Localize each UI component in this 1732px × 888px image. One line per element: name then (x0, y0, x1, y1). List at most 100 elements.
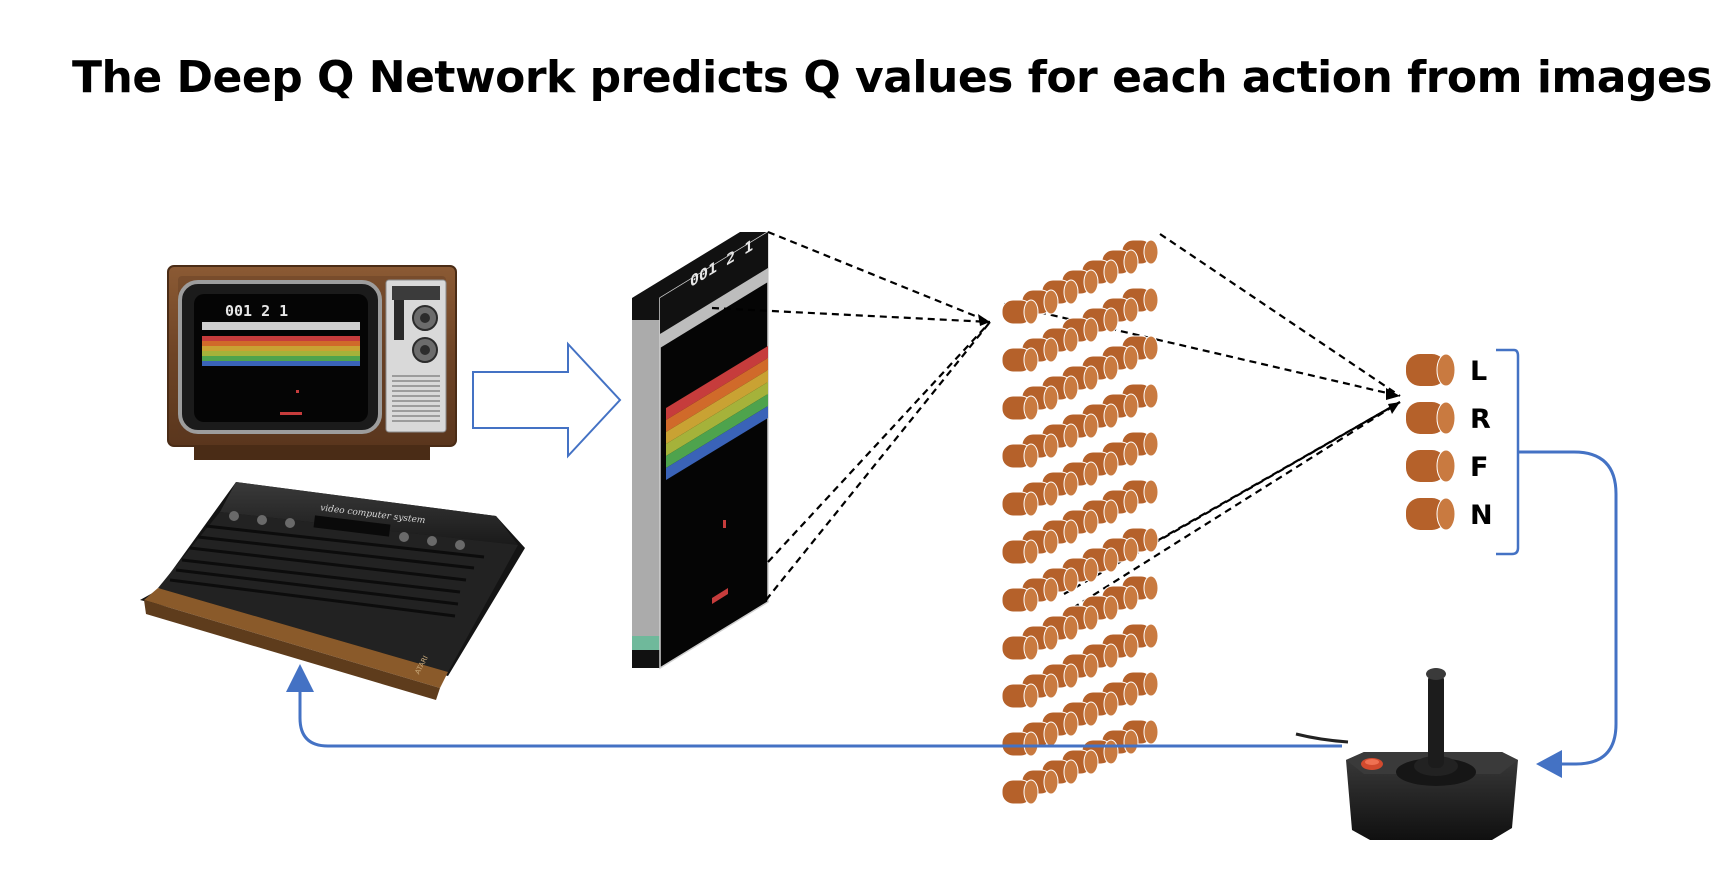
hidden-neuron-cap (1023, 539, 1039, 565)
hidden-neuron-cap (1063, 279, 1079, 305)
hidden-neuron-cap (1063, 759, 1079, 785)
hidden-neuron-cap (1143, 431, 1159, 457)
hidden-neuron-cap (1103, 403, 1119, 429)
hidden-neuron-cap (1063, 423, 1079, 449)
hidden-neuron-cap (1083, 365, 1099, 391)
output-neuron-l (1406, 354, 1446, 386)
hidden-neuron-cap (1023, 347, 1039, 373)
hidden-neuron-cap (1103, 739, 1119, 765)
hidden-neuron-cap (1123, 585, 1139, 611)
hidden-neuron-cap (1063, 615, 1079, 641)
hidden-neuron-cap (1043, 577, 1059, 603)
hidden-neuron-cap (1083, 653, 1099, 679)
hidden-neuron-cap (1083, 269, 1099, 295)
hidden-neuron-cap (1103, 691, 1119, 717)
output-neuron-cap (1436, 449, 1456, 483)
hidden-neuron-cap (1123, 393, 1139, 419)
hidden-neuron-cap (1083, 605, 1099, 631)
action-label-f: F (1470, 452, 1488, 483)
hidden-neuron-cap (1083, 557, 1099, 583)
hidden-neuron-cap (1083, 461, 1099, 487)
hidden-neuron-cap (1023, 395, 1039, 421)
action-to-joystick-arrow (1518, 450, 1618, 766)
hidden-neuron-cap (1083, 413, 1099, 439)
hollow-right-arrow-icon (472, 341, 622, 459)
hidden-neuron-cap (1043, 769, 1059, 795)
frame-rainbow-bricks (666, 346, 768, 480)
hidden-neuron-cap (1123, 537, 1139, 563)
hidden-neuron-cap (1103, 499, 1119, 525)
hidden-neuron-cap (1023, 635, 1039, 661)
action-label-l: L (1470, 356, 1487, 387)
crt-television-icon: 001 2 1 (167, 265, 457, 460)
tv-rainbow-bricks (202, 336, 360, 366)
hidden-neuron-cap (1103, 547, 1119, 573)
hidden-neuron-cap (1023, 299, 1039, 325)
hidden-neuron-cap (1063, 327, 1079, 353)
hidden-neuron-cap (1083, 701, 1099, 727)
hidden-neuron-cap (1043, 529, 1059, 555)
hidden-neuron-cap (1123, 345, 1139, 371)
hidden-neuron-cap (1063, 663, 1079, 689)
output-neuron-cap (1436, 401, 1456, 435)
hidden-neuron-cap (1123, 297, 1139, 323)
hidden-neuron-cap (1143, 719, 1159, 745)
output-neuron-f (1406, 450, 1446, 482)
hidden-neuron-cap (1123, 633, 1139, 659)
hidden-neuron-cap (1143, 383, 1159, 409)
hidden-neuron-cap (1123, 681, 1139, 707)
hidden-layer-neurons (1001, 239, 1159, 805)
hidden-neuron-cap (1023, 779, 1039, 805)
hidden-neuron-cap (1083, 317, 1099, 343)
hidden-neuron-cap (1103, 643, 1119, 669)
output-neuron-n (1406, 498, 1446, 530)
hidden-neuron-cap (1043, 721, 1059, 747)
input-frame-stack: 001 2 1 (632, 230, 769, 670)
hidden-neuron-cap (1123, 729, 1139, 755)
hidden-neuron-cap (1143, 575, 1159, 601)
hidden-neuron-cap (1143, 671, 1159, 697)
hidden-neuron-cap (1143, 287, 1159, 313)
hidden-neuron-cap (1123, 249, 1139, 275)
page-title: The Deep Q Network predicts Q values for… (72, 52, 1712, 103)
hidden-neuron-cap (1043, 289, 1059, 315)
hidden-neuron-cap (1043, 385, 1059, 411)
hidden-neuron-cap (1063, 711, 1079, 737)
hidden-neuron-cap (1143, 239, 1159, 265)
hidden-neuron-cap (1083, 509, 1099, 535)
output-neuron-cap (1436, 353, 1456, 387)
hidden-neuron-cap (1023, 491, 1039, 517)
hidden-neuron-cap (1143, 527, 1159, 553)
hidden-neuron-cap (1143, 479, 1159, 505)
hidden-neuron-cap (1103, 451, 1119, 477)
hidden-neuron-cap (1063, 519, 1079, 545)
console-arrowhead (286, 664, 314, 692)
hidden-neuron-cap (1123, 441, 1139, 467)
tv-score-text: 001 2 1 (225, 302, 288, 320)
hidden-neuron-cap (1063, 375, 1079, 401)
joystick-arrowhead (1536, 750, 1562, 778)
hidden-neuron-cap (1103, 259, 1119, 285)
hidden-neuron-cap (1103, 307, 1119, 333)
hidden-neuron-cap (1143, 335, 1159, 361)
output-bracket (1496, 348, 1520, 556)
hidden-neuron-cap (1043, 433, 1059, 459)
joystick-to-console-arrow (298, 690, 1342, 748)
action-label-n: N (1470, 500, 1493, 531)
hidden-neuron-cap (1023, 587, 1039, 613)
hidden-neuron-cap (1043, 481, 1059, 507)
output-neuron-r (1406, 402, 1446, 434)
atari-console-icon: video computer system ATARI (140, 482, 525, 700)
hidden-neuron-cap (1043, 625, 1059, 651)
hidden-neuron-cap (1043, 337, 1059, 363)
output-neuron-cap (1436, 497, 1456, 531)
hidden-neuron-cap (1143, 623, 1159, 649)
hidden-neuron-cap (1063, 567, 1079, 593)
hidden-neuron-cap (1103, 355, 1119, 381)
hidden-neuron-cap (1103, 595, 1119, 621)
hidden-neuron-cap (1023, 443, 1039, 469)
hidden-neuron-cap (1123, 489, 1139, 515)
